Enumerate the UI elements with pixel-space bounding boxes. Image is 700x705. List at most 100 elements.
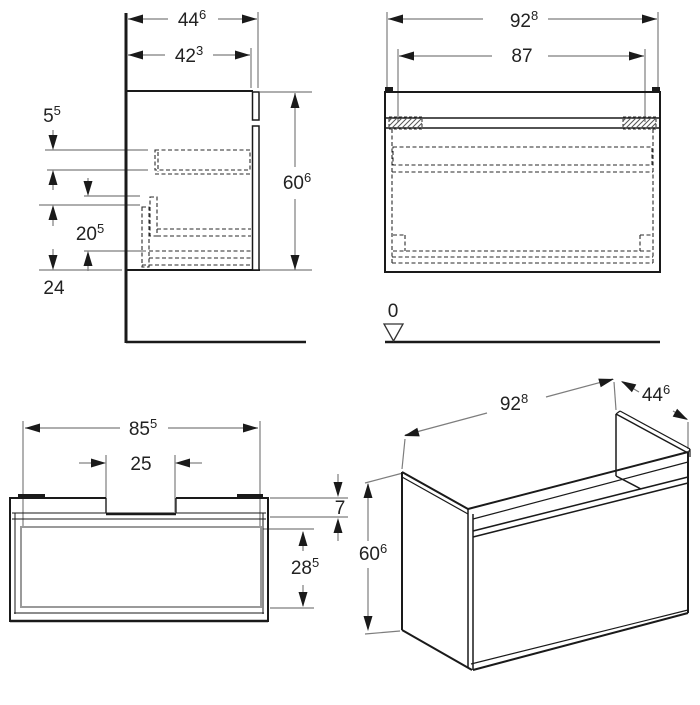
hatch-line: [390, 116, 404, 130]
dim-label: 87: [511, 46, 532, 67]
dim-label: 928: [510, 8, 538, 32]
outline: [615, 413, 689, 454]
front-view: 928 87 0: [382, 8, 661, 344]
dimension-arrowhead-icon: [48, 135, 58, 150]
dimension-arrowhead-icon: [333, 518, 343, 533]
dimension-line: [401, 438, 406, 470]
hatch-line: [415, 122, 423, 130]
dimension-line: [364, 630, 401, 635]
outline: [401, 629, 473, 671]
dim-label: 446: [642, 382, 670, 406]
mounting-bracket: [388, 116, 423, 130]
dimension-arrowhead-icon: [25, 423, 40, 433]
dimension-arrowhead-icon: [290, 93, 300, 108]
dim-label: 423: [175, 43, 203, 67]
dimension-arrowhead-icon: [642, 14, 657, 24]
outline: [467, 451, 689, 510]
hatch-line: [649, 122, 657, 130]
dimension-arrowhead-icon: [48, 205, 58, 220]
mounting-bracket: [622, 116, 657, 130]
dim-label: 205: [76, 221, 104, 245]
hatch-line: [405, 116, 419, 130]
dimension-arrowhead-icon: [128, 14, 143, 24]
hidden-edge-rect: [141, 206, 150, 268]
dim-label: 855: [129, 416, 157, 440]
dimension-arrowhead-icon: [290, 255, 300, 270]
hatch-line: [395, 116, 409, 130]
dim-label: 7: [335, 498, 346, 519]
panel-outline: [251, 125, 260, 271]
hatch-line: [644, 117, 657, 130]
mounting-tab: [385, 87, 393, 92]
outline: [619, 410, 691, 450]
hidden-edge-rect: [154, 149, 251, 171]
datum-triangle-icon: [382, 323, 405, 343]
dim-label: 606: [359, 541, 387, 565]
dimension-arrowhead-icon: [298, 531, 308, 546]
hatch-line: [388, 116, 399, 127]
dimension-arrowhead-icon: [298, 592, 308, 607]
isometric-view: 928 446 606: [359, 378, 691, 671]
dimension-arrowhead-icon: [363, 616, 373, 631]
mounting-tab: [652, 87, 660, 92]
dimension-arrowhead-icon: [672, 408, 688, 420]
dimension-arrowhead-icon: [83, 251, 93, 266]
dimension-arrowhead-icon: [399, 51, 414, 61]
panel-outline: [384, 91, 661, 273]
outline: [472, 476, 689, 532]
dim-label: 0: [388, 301, 399, 322]
dim-label: 25: [130, 454, 151, 475]
top-view: 855 25 7 285: [9, 416, 348, 623]
outline: [401, 471, 469, 510]
mounting-tab: [18, 494, 45, 499]
panel-outline: [20, 526, 262, 608]
outline: [470, 609, 689, 665]
hatch-line: [639, 116, 653, 130]
hatch-line: [624, 116, 638, 130]
dimension-arrowhead-icon: [404, 427, 420, 437]
dimension-arrowhead-icon: [128, 50, 143, 60]
outline: [472, 612, 689, 671]
outline: [615, 410, 621, 415]
hatch-line: [654, 127, 657, 130]
dimension-arrowhead-icon: [333, 482, 343, 497]
hatch-line: [388, 116, 394, 122]
dimension-line: [404, 412, 488, 436]
outline: [401, 476, 469, 515]
dim-label: 928: [500, 391, 528, 415]
dim-label: 606: [283, 170, 311, 194]
dimension-arrowhead-icon: [363, 483, 373, 498]
dimension-line: [613, 381, 617, 411]
hatch-line: [634, 116, 648, 130]
dimension-arrowhead-icon: [48, 255, 58, 270]
dimension-arrowhead-icon: [83, 181, 93, 196]
mounting-tab: [237, 494, 263, 499]
hatch-line: [622, 116, 628, 122]
dimension-arrowhead-icon: [621, 381, 637, 393]
hidden-edge-rect: [149, 196, 158, 237]
dimension-arrowhead-icon: [243, 423, 258, 433]
dimension-arrowhead-icon: [629, 51, 644, 61]
hatch-line: [622, 116, 633, 127]
hatch-line: [400, 116, 414, 130]
outline: [472, 461, 689, 520]
outline: [615, 475, 642, 490]
dimension-arrowhead-icon: [48, 170, 58, 185]
hidden-edge-rect: [392, 146, 653, 166]
dimension-arrowhead-icon: [598, 378, 614, 388]
dimension-arrowhead-icon: [235, 50, 250, 60]
dim-label: 285: [291, 555, 319, 579]
hatch-line: [629, 116, 643, 130]
dimension-arrowhead-icon: [175, 458, 190, 468]
dimension-arrowhead-icon: [91, 458, 106, 468]
dimension-arrowhead-icon: [388, 14, 403, 24]
dim-label: 446: [178, 7, 206, 31]
dimension-line: [364, 472, 404, 484]
dim-label: 55: [43, 103, 61, 127]
dimension-arrowhead-icon: [242, 14, 257, 24]
hatch-line: [410, 117, 423, 130]
outline: [472, 482, 689, 538]
